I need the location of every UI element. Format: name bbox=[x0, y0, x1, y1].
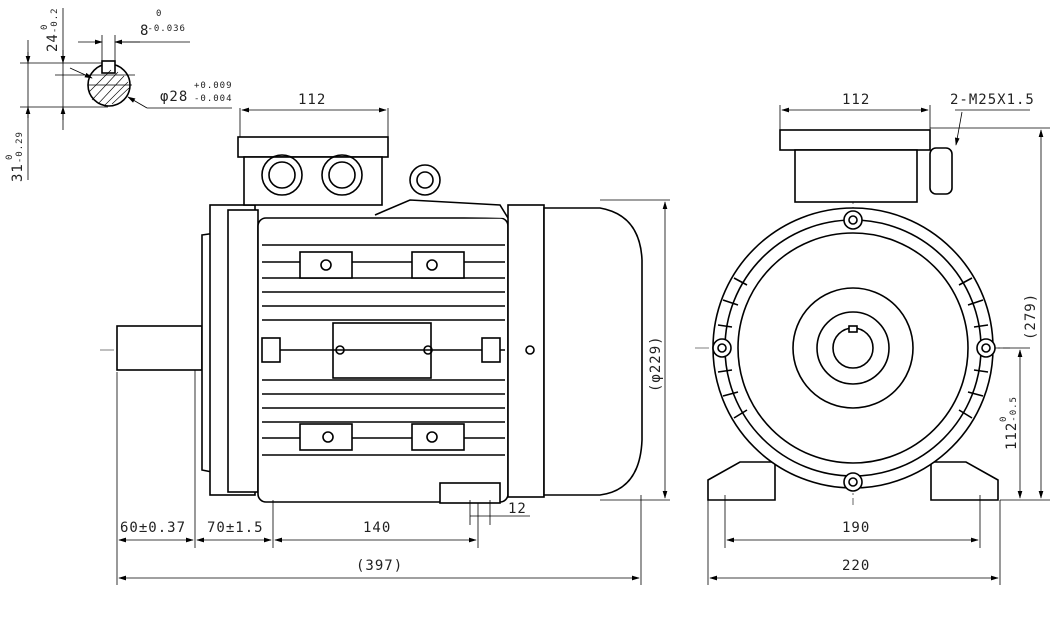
foot-right bbox=[930, 461, 999, 501]
terminal-box-lid bbox=[237, 136, 389, 158]
diameter-lower-tol: -0.004 bbox=[194, 94, 233, 104]
shaft-to-foot-label: 70±1.5 bbox=[207, 520, 264, 536]
fan-cover bbox=[543, 207, 643, 496]
diameter-upper-tol: +0.009 bbox=[194, 81, 233, 91]
shaft-section-detail: 8-0.036 0 φ28 +0.009 -0.004 24-0.20 31-0… bbox=[5, 7, 233, 182]
diameter-label: φ28 bbox=[160, 89, 188, 105]
shaft-height-upper-tol: 0 bbox=[5, 154, 15, 160]
terminal-box-lid bbox=[779, 129, 931, 151]
shaft-center-height-label: 112-0.5 bbox=[1004, 396, 1020, 450]
fins bbox=[717, 277, 989, 419]
frame-outline bbox=[712, 207, 994, 489]
key-width-label: 8-0.036 bbox=[140, 23, 186, 39]
side-terminal-box-width-label: 112 bbox=[298, 92, 326, 108]
foot-width-label: 220 bbox=[842, 558, 870, 574]
overall-height-label: (279) bbox=[1023, 293, 1039, 340]
end-view: 112 2-M25X1.5 (279) 112-0.50 190 220 bbox=[695, 92, 1050, 585]
foot-hole-spacing-label: 190 bbox=[842, 520, 870, 536]
foot-thickness-label: 12 bbox=[508, 501, 527, 517]
key-height-label: 24-0.2 bbox=[45, 7, 61, 52]
shaft-height-label: 31-0.29 bbox=[10, 131, 26, 182]
overall-length-label: (397) bbox=[356, 558, 403, 574]
eyebolt bbox=[409, 164, 441, 196]
end-terminal-box-width-label: 112 bbox=[842, 92, 870, 108]
frame-diameter-label: (φ229) bbox=[648, 335, 664, 392]
key-height-upper-tol: 0 bbox=[40, 24, 50, 30]
cable-gland bbox=[929, 147, 953, 195]
shaft-length-label: 60±0.37 bbox=[120, 520, 186, 536]
side-view: 112 60±0.37 70±1.5 140 (397) 12 (φ229) bbox=[100, 92, 670, 585]
foot-left bbox=[707, 461, 776, 501]
mounting-lugs bbox=[299, 251, 465, 451]
foot-spacing-label: 140 bbox=[363, 520, 391, 536]
key-width-upper-tol: 0 bbox=[156, 9, 162, 19]
cable-gland bbox=[261, 154, 303, 196]
cable-gland-label: 2-M25X1.5 bbox=[950, 92, 1035, 108]
shaft-center-height-upper-tol: 0 bbox=[999, 416, 1009, 422]
cable-gland bbox=[321, 154, 363, 196]
terminal-box bbox=[794, 149, 918, 203]
shaft bbox=[116, 325, 203, 371]
